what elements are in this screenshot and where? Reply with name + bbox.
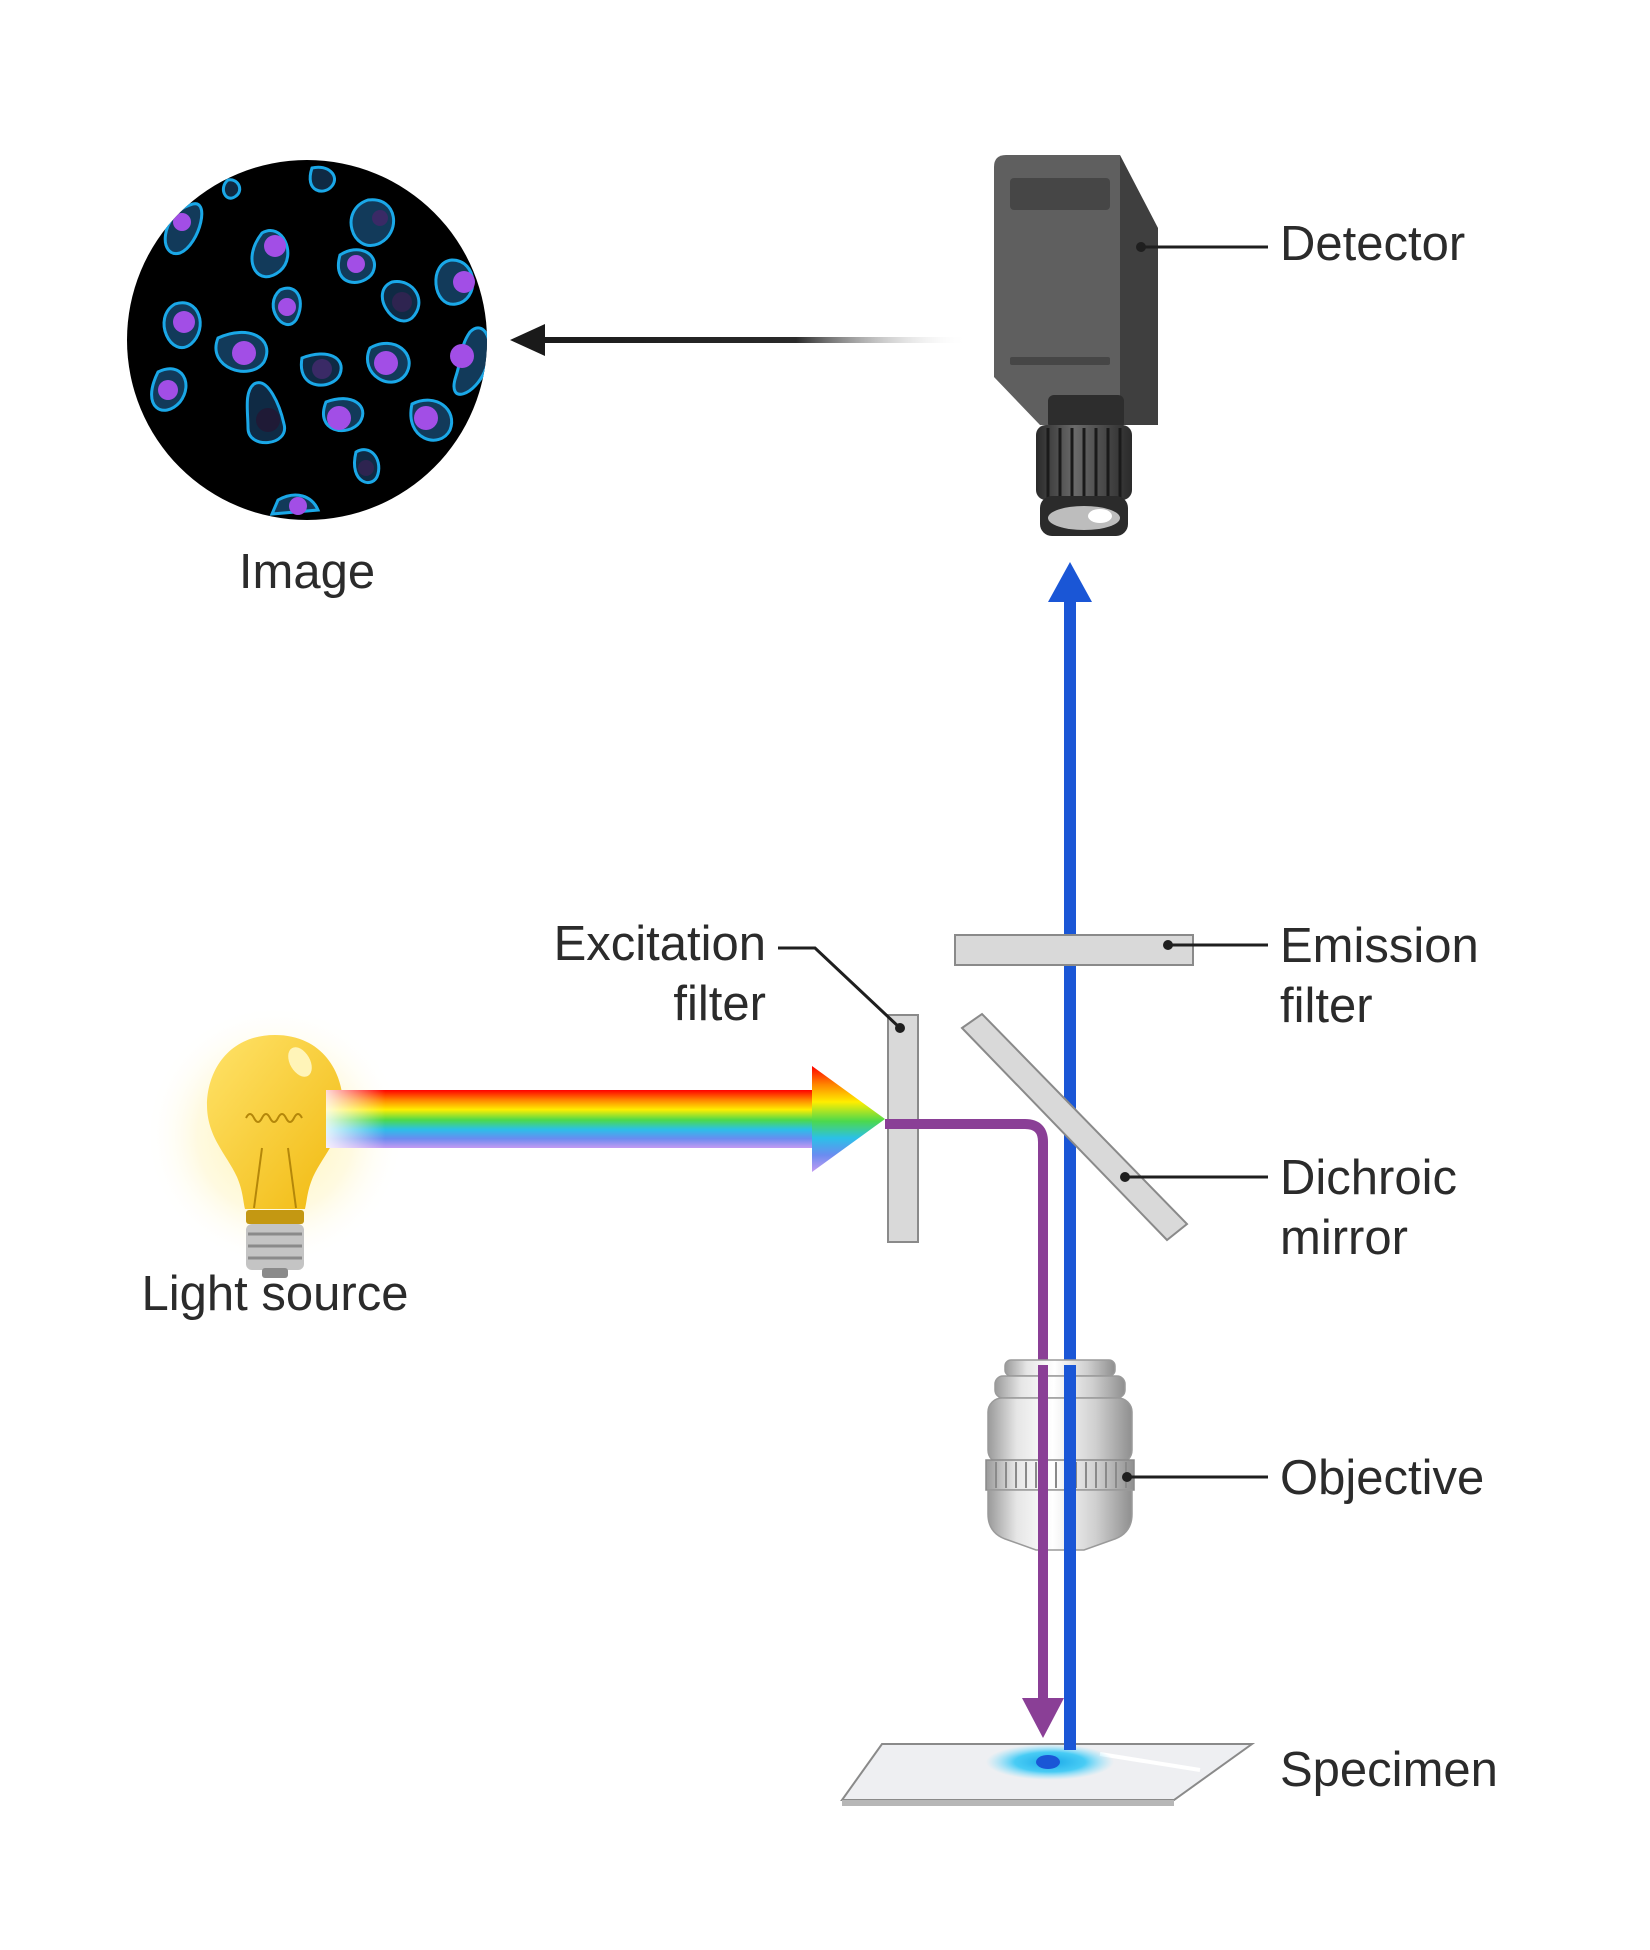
emission-through-objective: [1064, 1365, 1076, 1745]
excitation-filter-leader: [778, 946, 902, 1030]
emission-filter-label-1: Emission: [1280, 919, 1479, 973]
cells: [150, 165, 487, 516]
image-label: Image: [239, 545, 375, 599]
specimen: [840, 1743, 1256, 1806]
emission-origin: [1064, 1690, 1076, 1750]
output-arrow: [510, 324, 968, 356]
specimen-label: Specimen: [1280, 1743, 1498, 1797]
dichroic-mirror-label-2: mirror: [1280, 1211, 1408, 1265]
image-view: [127, 160, 487, 520]
excitation-through-objective: [1038, 1365, 1048, 1705]
objective-label: Objective: [1280, 1451, 1484, 1505]
detector: [994, 155, 1158, 536]
excitation-light-path: [885, 1119, 1064, 1738]
excitation-filter-label-2: filter: [673, 977, 766, 1031]
objective: [985, 1359, 1135, 1551]
light-source: [145, 1005, 405, 1278]
excitation-beam: [326, 1066, 885, 1172]
detector-label: Detector: [1280, 217, 1465, 271]
dichroic-mirror-label-1: Dichroic: [1280, 1151, 1457, 1205]
emission-filter-label-2: filter: [1280, 979, 1373, 1033]
light-source-label: Light source: [142, 1267, 409, 1321]
emission-filter: [954, 934, 1194, 966]
excitation-filter-label-1: Excitation: [554, 917, 766, 971]
